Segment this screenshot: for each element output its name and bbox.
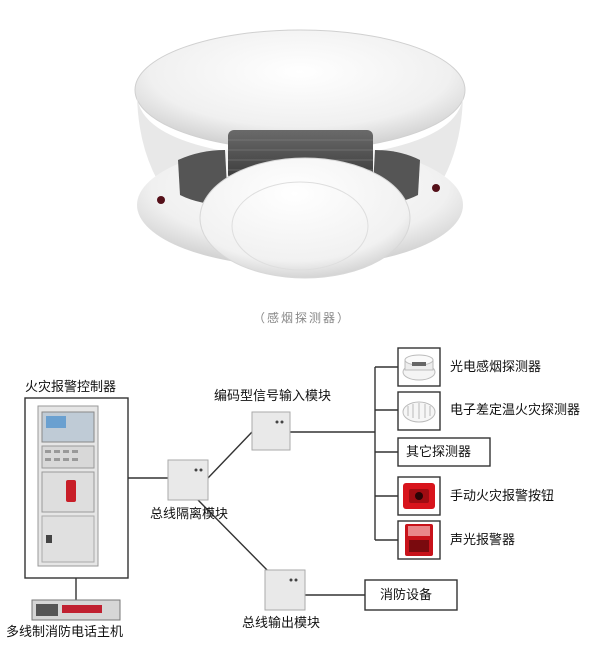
smoke-detector-photo — [134, 29, 466, 279]
controller-cabinet-icon — [37, 405, 99, 567]
link-isolation-input — [207, 431, 253, 479]
fire-equipment-label: 消防设备 — [380, 588, 433, 603]
device-label-heat: 电子差定温火灾探测器 — [450, 403, 581, 418]
output-module-label: 总线输出模块 — [242, 616, 321, 631]
controller-label: 火灾报警控制器 — [25, 380, 117, 395]
smoke-detector-frame — [397, 347, 441, 387]
photo-caption: （感烟探测器） — [252, 311, 351, 325]
input-module-icon — [251, 411, 291, 451]
manual-call-point-icon — [403, 483, 435, 509]
phone-host-icon — [31, 599, 121, 621]
heat-detector-frame — [397, 391, 441, 431]
manual-call-point-frame — [397, 476, 441, 516]
isolation-module-icon — [167, 459, 209, 501]
output-module-icon — [264, 569, 306, 611]
input-module-label: 编码型信号输入模块 — [214, 389, 332, 404]
device-label-other: 其它探测器 — [406, 445, 472, 460]
heat-detector-icon — [402, 401, 436, 423]
device-label-smoke: 光电感烟探测器 — [450, 360, 542, 375]
link-isolation-output — [197, 499, 273, 576]
device-label-sounder: 声光报警器 — [450, 533, 516, 548]
fire-equipment-box — [364, 579, 458, 611]
phone-host-label: 多线制消防电话主机 — [6, 625, 124, 640]
isolation-module-label: 总线隔离模块 — [150, 507, 229, 522]
sounder-strobe-icon — [405, 524, 433, 556]
other-detector-box — [397, 437, 491, 467]
sounder-frame — [397, 520, 441, 560]
device-label-manual: 手动火灾报警按钮 — [450, 489, 555, 504]
smoke-detector-icon — [402, 354, 436, 381]
